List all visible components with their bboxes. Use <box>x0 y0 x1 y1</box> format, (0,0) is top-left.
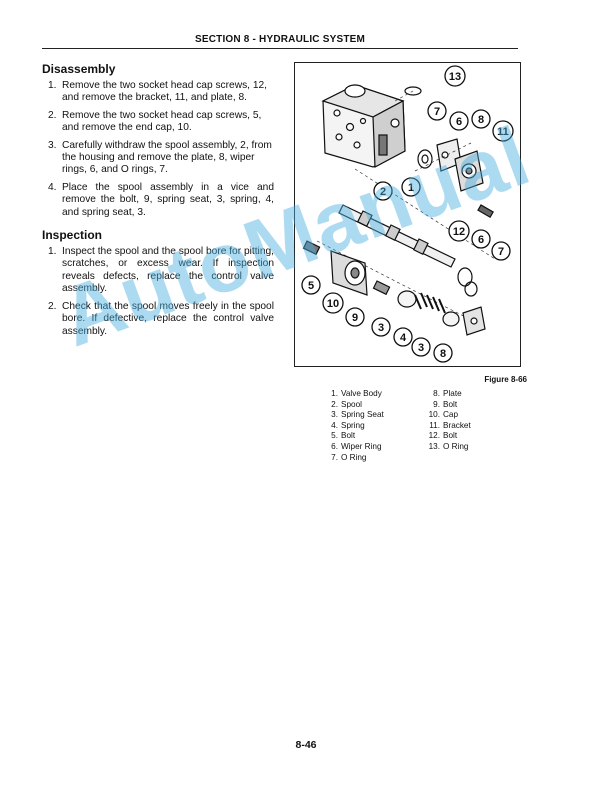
valve-body-drawing <box>321 84 406 168</box>
callout-3: 3 <box>371 317 391 337</box>
callout-6b: 6 <box>471 229 491 249</box>
svg-text:9: 9 <box>352 312 358 324</box>
legend-item: 10.Cap <box>428 410 459 420</box>
legend-item: 2.Spool <box>331 399 362 409</box>
assembly-centerlines <box>316 90 496 326</box>
legend-item: 8.Plate <box>433 389 462 398</box>
disassembly-step: 1.Remove the two socket head cap screws,… <box>48 80 267 104</box>
legend-item: 9.Bolt <box>433 399 458 409</box>
page-number: 8-46 <box>295 739 317 751</box>
disassembly-heading: Disassembly <box>42 62 116 76</box>
figure-caption: Figure 8-66 <box>484 375 527 384</box>
callout-10: 10 <box>322 292 344 314</box>
legend-item: 6.Wiper Ring <box>331 441 382 451</box>
legend-item: 11.Bracket <box>429 420 471 430</box>
instructions-column: Disassembly 1.Remove the two socket head… <box>42 62 274 343</box>
legend-item: 5.Bolt <box>331 431 356 441</box>
disassembly-step: 3.Carefully withdraw the spool assembly,… <box>48 139 272 176</box>
callout-2: 2 <box>373 181 393 201</box>
svg-text:1: 1 <box>408 182 414 194</box>
callout-7b: 7 <box>491 241 511 261</box>
svg-text:10: 10 <box>327 298 339 310</box>
callout-1: 1 <box>401 177 421 197</box>
svg-text:8: 8 <box>478 114 484 126</box>
inspection-heading: Inspection <box>42 228 103 243</box>
callout-12: 12 <box>448 220 470 242</box>
header-divider <box>42 48 518 49</box>
legend-column-left: 1.Valve Body 2.Spool 3.Spring Seat 4.Spr… <box>324 389 384 463</box>
callout-6: 6 <box>449 111 469 131</box>
svg-text:11: 11 <box>497 126 509 138</box>
callout-5: 5 <box>301 275 321 295</box>
inspection-section: Inspection 1.Inspect the spool and the s… <box>42 228 274 338</box>
spool-drawing <box>338 204 478 297</box>
legend-item: 4.Spring <box>331 420 365 430</box>
callout-11: 11 <box>492 120 514 142</box>
svg-text:7: 7 <box>498 246 504 258</box>
inspection-steps: 1.Inspect the spool and the spool bore f… <box>42 246 274 338</box>
svg-text:3: 3 <box>418 342 424 354</box>
legend-item: 7.O Ring <box>331 452 367 462</box>
callout-9: 9 <box>345 307 365 327</box>
legend-item: 3.Spring Seat <box>331 410 384 420</box>
section-header: SECTION 8 - HYDRAULIC SYSTEM <box>194 34 366 45</box>
callout-13: 13 <box>444 65 466 87</box>
svg-text:13: 13 <box>449 71 461 83</box>
callout-8: 8 <box>471 109 491 129</box>
svg-text:6: 6 <box>478 234 484 246</box>
svg-text:3: 3 <box>378 322 384 334</box>
part-callouts: 13 7 6 8 11 2 1 12 6 7 5 10 9 3 4 3 8 <box>301 65 514 363</box>
callout-8b: 8 <box>433 343 453 363</box>
upper-end-parts-drawing <box>404 86 494 219</box>
legend-item: 12.Bolt <box>428 431 458 441</box>
svg-text:2: 2 <box>380 186 386 198</box>
lower-spring-assembly-drawing <box>302 240 486 336</box>
callout-7: 7 <box>427 101 447 121</box>
legend-item: 13.O Ring <box>428 441 469 451</box>
callout-4: 4 <box>393 327 413 347</box>
svg-text:12: 12 <box>453 226 465 238</box>
disassembly-steps: 1.Remove the two socket head cap screws,… <box>42 80 274 219</box>
svg-text:6: 6 <box>456 116 462 128</box>
inspection-step: 2.Check that the spool moves freely in t… <box>48 300 274 337</box>
callout-3b: 3 <box>411 337 431 357</box>
inspection-step: 1.Inspect the spool and the spool bore f… <box>48 246 274 295</box>
exploded-view-figure: 13 7 6 8 11 2 1 12 6 7 5 10 9 3 4 3 8 <box>294 62 521 367</box>
disassembly-step: 4.Place the spool assembly in a vice and… <box>48 181 274 218</box>
legend-item: 1.Valve Body <box>331 389 382 398</box>
svg-text:4: 4 <box>400 332 407 344</box>
disassembly-step: 2.Remove the two socket head cap screws,… <box>48 109 262 134</box>
svg-text:7: 7 <box>434 106 440 118</box>
svg-text:5: 5 <box>308 280 314 292</box>
exploded-view-drawing: 13 7 6 8 11 2 1 12 6 7 5 10 9 3 4 3 8 <box>301 65 514 363</box>
legend-column-right: 8.Plate 9.Bolt 10.Cap 11.Bracket 12.Bolt… <box>426 389 471 453</box>
svg-text:8: 8 <box>440 348 446 360</box>
